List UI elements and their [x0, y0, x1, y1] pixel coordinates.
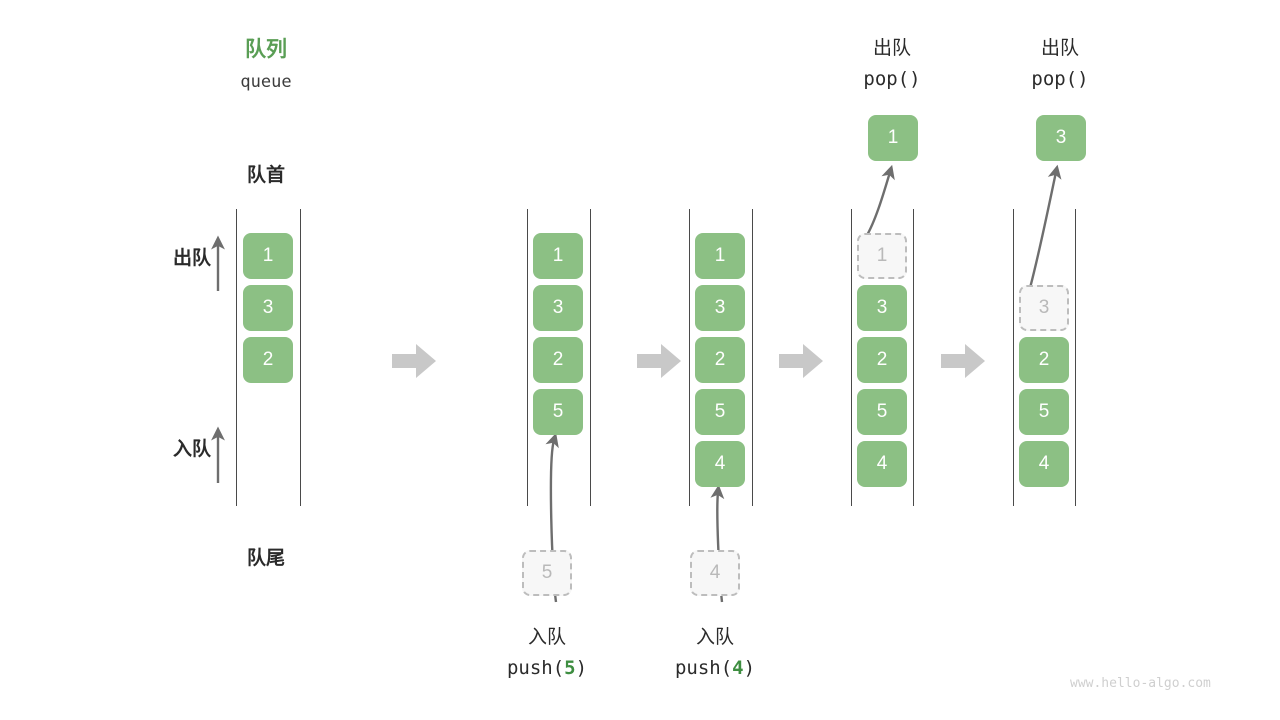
push-caption-code: push(4): [650, 657, 780, 679]
queue-head-label: 队首: [246, 165, 285, 186]
queue-rail-left-s4: [1013, 209, 1014, 506]
watermark: www.hello-algo.com: [1070, 676, 1211, 691]
queue-element: 1: [695, 233, 745, 279]
popped-element: 3: [1036, 115, 1086, 161]
incoming-element-ghost: 5: [522, 550, 572, 596]
queue-rail-right-s2: [752, 209, 753, 506]
pop-caption-cn: 出队: [1040, 38, 1079, 59]
queue-element: 5: [695, 389, 745, 435]
push-code-suffix: ): [743, 657, 756, 679]
queue-rail-left-s2: [689, 209, 690, 506]
pop-code-prefix: pop(: [863, 68, 910, 90]
queue-element: 1: [533, 233, 583, 279]
diagram-title-cn: 队列: [245, 38, 287, 61]
pop-code-suffix: ): [909, 68, 921, 90]
queue-element: 2: [533, 337, 583, 383]
queue-element: 3: [533, 285, 583, 331]
queue-element: 2: [243, 337, 293, 383]
enqueue-direction-label: 入队: [172, 439, 211, 460]
queue-rail-left-s1: [527, 209, 528, 506]
queue-element: 4: [1019, 441, 1069, 487]
incoming-element-ghost: 4: [690, 550, 740, 596]
queue-rail-left-s3: [851, 209, 852, 506]
dequeue-direction-label: 出队: [172, 248, 211, 269]
queue-tail-label: 队尾: [246, 548, 285, 569]
queue-element: 5: [533, 389, 583, 435]
push-code-prefix: push(: [506, 657, 565, 679]
push-caption-cn: 入队: [695, 627, 734, 648]
queue-rail-right-s1: [590, 209, 591, 506]
push-code-suffix: ): [575, 657, 588, 679]
queue-element: 3: [857, 285, 907, 331]
popped-element: 1: [868, 115, 918, 161]
push-code-value: 5: [564, 657, 576, 679]
queue-element: 3: [695, 285, 745, 331]
queue-element: 2: [857, 337, 907, 383]
pop-1-arrow: [864, 164, 895, 238]
queue-element: 5: [857, 389, 907, 435]
queue-rail-right-s3: [913, 209, 914, 506]
pop-caption-cn: 出队: [872, 38, 911, 59]
queue-element: 4: [857, 441, 907, 487]
step-arrow-icon: [779, 344, 823, 378]
queue-element: 4: [695, 441, 745, 487]
queue-rail-right-s0: [300, 209, 301, 506]
queue-element: 3: [243, 285, 293, 331]
step-arrow-icon: [637, 344, 681, 378]
queue-element-ghost: 3: [1019, 285, 1069, 331]
queue-element: 2: [1019, 337, 1069, 383]
queue-element: 1: [243, 233, 293, 279]
queue-element-ghost: 1: [857, 233, 907, 279]
pop-code-prefix: pop(: [1031, 68, 1078, 90]
queue-rail-right-s4: [1075, 209, 1076, 506]
pop-code-suffix: ): [1077, 68, 1089, 90]
queue-element: 5: [1019, 389, 1069, 435]
step-arrow-icon: [941, 344, 985, 378]
queue-rail-left-s0: [236, 209, 237, 506]
diagram-title-en: queue: [240, 72, 292, 92]
push-caption-code: push(5): [482, 657, 612, 679]
pop-caption-code: pop(): [827, 68, 957, 90]
push-caption-cn: 入队: [527, 627, 566, 648]
pop-caption-code: pop(): [995, 68, 1125, 90]
push-code-value: 4: [732, 657, 744, 679]
step-arrow-icon: [392, 344, 436, 378]
queue-element: 2: [695, 337, 745, 383]
pop-3-arrow: [1028, 164, 1062, 289]
push-code-prefix: push(: [674, 657, 733, 679]
